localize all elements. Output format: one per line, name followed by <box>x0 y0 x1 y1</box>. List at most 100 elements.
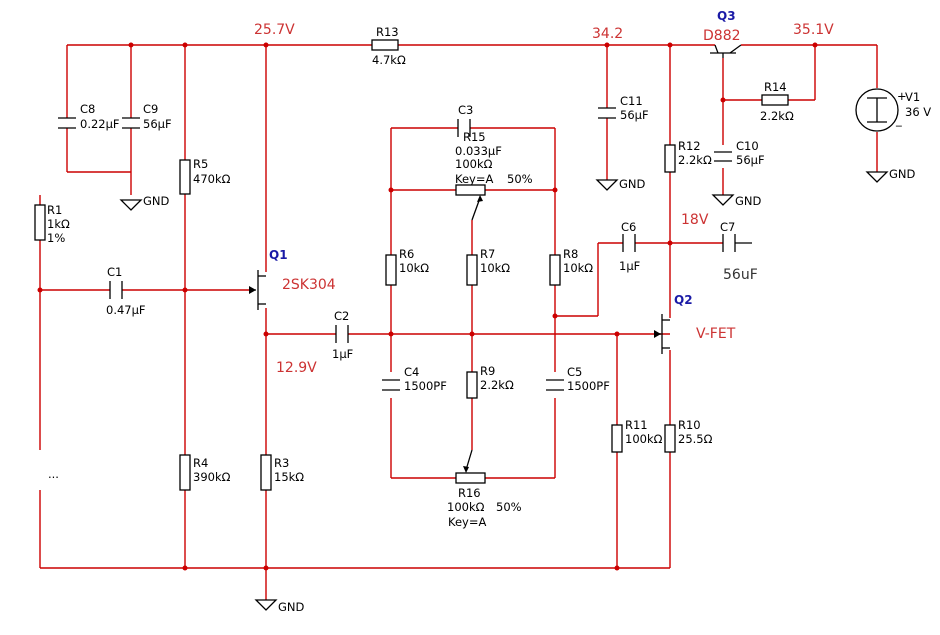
c4-name: C4 <box>404 365 419 379</box>
capacitor-c10[interactable] <box>714 151 732 162</box>
r11-name: R11 <box>625 418 648 432</box>
c6-value: 1µF <box>619 259 640 273</box>
q3-name: Q3 <box>717 9 736 23</box>
r3-name: R3 <box>274 456 289 470</box>
c1-name: C1 <box>107 265 122 279</box>
c4-value: 1500PF <box>404 379 447 393</box>
r1-tolerance: 1% <box>47 231 65 245</box>
c3-value: 0.033µF <box>455 144 502 158</box>
gnd-label: GND <box>735 194 762 208</box>
c8-name: C8 <box>80 102 95 116</box>
node-voltage-label: 18V <box>681 212 709 228</box>
resistor-r9[interactable] <box>466 371 478 399</box>
c5-value: 1500PF <box>567 379 610 393</box>
potentiometer-r16[interactable] <box>455 449 486 484</box>
ground-icon <box>254 599 278 611</box>
c2-value: 1µF <box>332 347 353 361</box>
r12-name: R12 <box>678 139 701 153</box>
resistor-r1[interactable] <box>34 204 46 241</box>
r15-key: Key=A <box>455 172 493 186</box>
r15-name: R15 <box>463 130 486 144</box>
transistor-q3[interactable] <box>710 44 742 58</box>
ground-icon <box>711 194 735 206</box>
capacitor-c1[interactable] <box>109 281 123 299</box>
r13-name: R13 <box>376 25 399 39</box>
r10-name: R10 <box>678 418 701 432</box>
c10-name: C10 <box>736 139 759 153</box>
c7-name: C7 <box>720 220 735 234</box>
r16-key: Key=A <box>448 515 486 529</box>
r16-percent: 50% <box>496 500 522 514</box>
r5-value: 470kΩ <box>193 172 231 186</box>
resistor-r12[interactable] <box>664 144 676 173</box>
c10-value: 56µF <box>736 153 765 167</box>
gnd-label: GND <box>619 177 646 191</box>
r4-value: 390kΩ <box>193 470 231 484</box>
v1-value: 36 V <box>905 105 931 119</box>
r11-value: 100kΩ <box>625 432 663 446</box>
transistor-q2[interactable] <box>654 314 670 354</box>
r6-value: 10kΩ <box>399 261 429 275</box>
r15-percent: 50% <box>507 172 533 186</box>
resistor-r3[interactable] <box>260 454 272 491</box>
r6-name: R6 <box>399 247 414 261</box>
capacitor-c9[interactable] <box>122 117 140 129</box>
r9-value: 2.2kΩ <box>480 378 514 392</box>
junction-dots <box>37 42 818 571</box>
node-voltage-label: 34.2 <box>592 26 623 42</box>
gnd-label: GND <box>889 167 916 181</box>
capacitor-c6[interactable] <box>622 234 636 252</box>
c8-value: 0.22µF <box>80 117 120 131</box>
capacitor-c2[interactable] <box>335 325 349 343</box>
c1-value: 0.47µF <box>106 303 146 317</box>
r9-name: R9 <box>480 364 495 378</box>
c11-value: 56µF <box>620 108 649 122</box>
ground-symbols <box>119 171 889 611</box>
ground-icon <box>595 179 619 191</box>
q1-name: Q1 <box>269 248 288 262</box>
capacitor-c5[interactable] <box>546 379 564 391</box>
potentiometer-r15[interactable] <box>455 184 486 221</box>
capacitor-c11[interactable] <box>598 107 616 119</box>
r10-value: 25.5Ω <box>678 432 713 446</box>
resistor-r10[interactable] <box>664 424 676 453</box>
ground-icon <box>119 199 143 211</box>
r8-name: R8 <box>563 247 578 261</box>
resistor-r11[interactable] <box>611 424 623 453</box>
r8-value: 10kΩ <box>563 261 593 275</box>
r16-value: 100kΩ <box>447 500 485 514</box>
r3-value: 15kΩ <box>274 470 304 484</box>
q2-part: V-FET <box>696 326 736 342</box>
capacitor-c4[interactable] <box>382 379 400 391</box>
c11-name: C11 <box>620 94 643 108</box>
resistor-r13[interactable] <box>371 39 399 51</box>
voltage-source-v1[interactable] <box>855 88 899 132</box>
c7-value: 56uF <box>723 267 758 283</box>
resistor-r5[interactable] <box>179 159 191 195</box>
q2-name: Q2 <box>674 293 693 307</box>
resistor-r7[interactable] <box>466 254 478 286</box>
v1-plus: + <box>897 89 907 103</box>
gnd-label: GND <box>278 600 305 614</box>
r14-name: R14 <box>764 80 787 94</box>
r12-value: 2.2kΩ <box>678 153 712 167</box>
resistor-r6[interactable] <box>385 254 397 286</box>
capacitor-c8[interactable] <box>58 117 76 129</box>
v1-name: V1 <box>905 90 920 104</box>
transistor-q1[interactable] <box>249 270 266 310</box>
q3-part: D882 <box>703 28 741 44</box>
resistor-r4[interactable] <box>179 454 191 491</box>
resistor-r8[interactable] <box>549 254 561 286</box>
node-voltage-label: 12.9V <box>276 360 317 376</box>
r4-name: R4 <box>193 456 208 470</box>
capacitor-c7[interactable] <box>722 234 736 252</box>
r7-name: R7 <box>480 247 495 261</box>
r13-value: 4.7kΩ <box>372 53 406 67</box>
r1-name: R1 <box>47 203 62 217</box>
node-voltage-label: 25.7V <box>254 22 295 38</box>
capacitor-c3[interactable] <box>457 119 471 137</box>
resistor-r14[interactable] <box>761 94 789 106</box>
v1-minus: _ <box>895 113 902 127</box>
r1-value: 1kΩ <box>47 217 70 231</box>
